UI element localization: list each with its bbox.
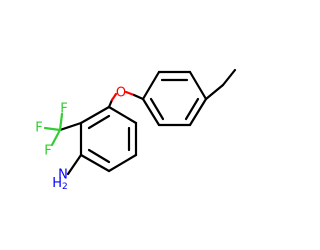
bond	[221, 68, 237, 87]
bond	[79, 153, 111, 173]
ether-link	[107, 90, 145, 109]
bond	[188, 70, 208, 101]
bond	[149, 97, 165, 121]
fluorine-atom-label: F	[35, 121, 42, 136]
ethyl-group	[204, 68, 237, 101]
amine-h: H	[52, 176, 62, 191]
bond	[58, 112, 64, 132]
bond	[141, 97, 161, 127]
bond	[107, 105, 138, 125]
bond	[141, 70, 161, 101]
bond	[188, 97, 208, 127]
fluorine-atom-label: F	[60, 102, 67, 117]
bond	[107, 153, 138, 173]
amine-label: H2	[52, 176, 68, 192]
bond	[132, 93, 145, 101]
bond	[87, 114, 111, 130]
bond	[184, 97, 200, 121]
ring-phenyl	[141, 70, 208, 127]
fluorine-atom-label: F	[44, 144, 51, 159]
amine-n-label: N	[58, 168, 68, 183]
bond	[87, 148, 111, 164]
bond	[107, 98, 114, 109]
amine-subscript: 2	[62, 182, 68, 192]
bond	[124, 90, 136, 97]
bond	[43, 126, 62, 132]
bond	[50, 128, 62, 147]
bond	[110, 92, 118, 102]
oxygen-atom-label: O	[116, 86, 126, 101]
bond	[66, 153, 83, 176]
bond	[79, 105, 111, 125]
structure-diagram: O F F F H2 N	[35, 68, 237, 192]
cf3-group	[43, 112, 83, 147]
bond	[58, 121, 83, 132]
bond	[204, 83, 225, 101]
ring-aniline	[79, 105, 138, 173]
